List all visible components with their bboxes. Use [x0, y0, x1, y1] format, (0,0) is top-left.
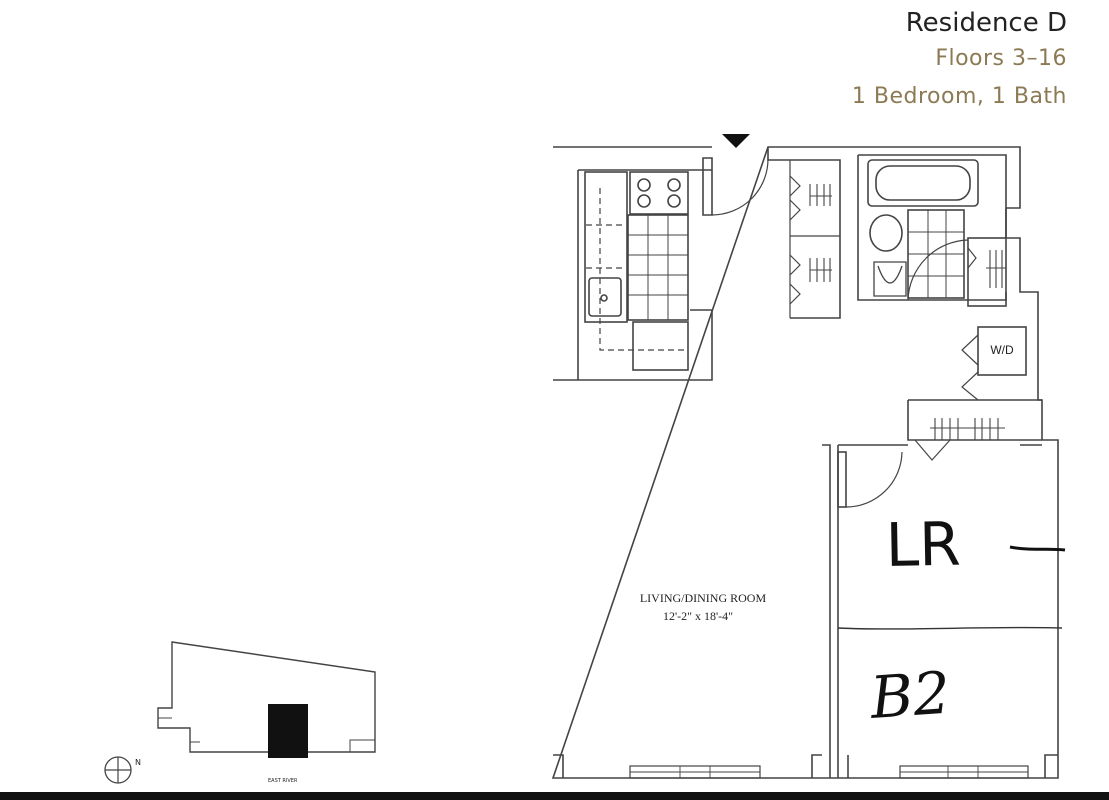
- closet-wall: [767, 147, 841, 319]
- washer-dryer-closet: [977, 326, 1027, 376]
- kitchen-counter: [584, 171, 628, 323]
- kitchen-wall: [577, 169, 713, 381]
- handwritten-lr: LR: [885, 510, 961, 581]
- handwritten-underline: [1009, 545, 1066, 552]
- residence-title: Residence D: [905, 8, 1067, 38]
- bath-tile-grid: [908, 210, 964, 298]
- closet-divider: [789, 160, 840, 318]
- compass-cross: [105, 757, 131, 783]
- key-plan-notches: [158, 717, 375, 752]
- dishwasher: [632, 321, 689, 371]
- compass-north-label: N: [135, 758, 141, 767]
- cooktop: [629, 171, 689, 215]
- bedroom-partition: [822, 444, 1042, 778]
- living-room-name: LIVING/DINING ROOM: [640, 591, 767, 605]
- entry-door-swing: [711, 157, 769, 216]
- burner: [637, 178, 651, 192]
- closet-door-leaf: [789, 175, 801, 305]
- living-room-dims: 12'-2" x 18'-4": [663, 609, 733, 623]
- bedroom-door: [837, 451, 847, 508]
- window-pane: [630, 766, 760, 778]
- linen-hangers: [986, 250, 1006, 288]
- toilet: [873, 261, 907, 297]
- unit-location-marker: [268, 704, 308, 758]
- entry-arrow-icon: [722, 134, 750, 148]
- bathtub: [867, 159, 979, 207]
- vanity-sink: [869, 214, 903, 252]
- linen-door-leaf: [967, 247, 977, 269]
- handwritten-divider: [837, 626, 1063, 630]
- key-plan-outline: [157, 641, 376, 753]
- tile-grid: [628, 215, 688, 320]
- bathroom-wall: [857, 154, 1007, 301]
- bedroom-closet-door: [914, 439, 951, 461]
- sink: [588, 277, 622, 317]
- linen-closet: [967, 237, 1007, 307]
- burner: [667, 178, 681, 192]
- sink-drain: [600, 294, 608, 302]
- wd-door-leaf: [961, 334, 979, 401]
- east-river-label: EAST RIVER: [268, 778, 298, 784]
- window-pane: [900, 766, 1028, 778]
- entry-door: [702, 157, 713, 216]
- hanger-rod: [809, 184, 832, 282]
- bedroom-closet-wall: [907, 399, 1042, 441]
- burner: [667, 194, 681, 208]
- washer-dryer-label: W/D: [990, 343, 1014, 357]
- key-plan: [157, 641, 376, 753]
- bedroom-door-swing: [845, 451, 903, 508]
- floors-label: Floors 3–16: [935, 46, 1067, 71]
- exterior-wall: [551, 146, 1059, 779]
- bedroom-closet-hangers: [930, 418, 1005, 440]
- bathtub-inner: [875, 165, 971, 201]
- handwritten-b2: B2: [867, 659, 952, 732]
- kitchen-tile-floor: [627, 214, 689, 321]
- plan-header: Residence D Floors 3–16 1 Bedroom, 1 Bat…: [852, 6, 1067, 116]
- layout-label: 1 Bedroom, 1 Bath: [851, 84, 1067, 109]
- upper-cabinets-outline: [586, 188, 688, 351]
- bottom-border: [0, 792, 1109, 800]
- burner: [637, 194, 651, 208]
- pilaster: [553, 379, 1058, 778]
- bath-door-swing: [907, 239, 969, 301]
